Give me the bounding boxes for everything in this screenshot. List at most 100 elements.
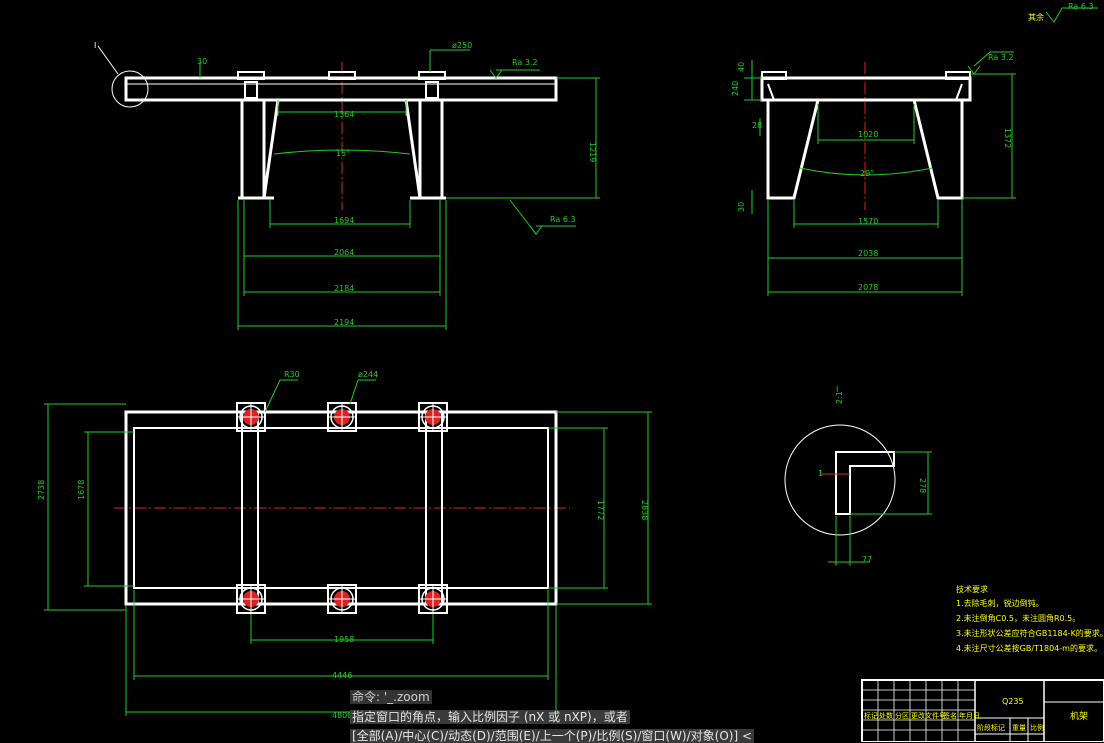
side-leg-left bbox=[766, 99, 820, 200]
dim-front-width-2: 2184 bbox=[334, 284, 354, 293]
dim-plan-outer-height: 2738 bbox=[37, 480, 46, 500]
dim-plan-inner-height: 1678 bbox=[77, 480, 86, 500]
title-cell-8: 比例 bbox=[1030, 723, 1044, 732]
tech-req-title: 技术要求 bbox=[956, 584, 988, 594]
front-bump-right bbox=[418, 71, 446, 80]
detail-view[interactable]: I 2:1 278 77 1 bbox=[784, 385, 932, 566]
global-roughness-value: Ra 6.3 bbox=[1068, 2, 1094, 11]
dim-front-inner-top: 1364 bbox=[334, 110, 354, 119]
front-detail-marker: I bbox=[94, 41, 96, 50]
command-prompt-options[interactable]: [全部(A)/中心(C)/动态(D)/范围(E)/上一个(P)/比例(S)/窗口… bbox=[350, 729, 755, 743]
detail-texts: I 2:1 278 77 1 bbox=[818, 385, 927, 564]
title-cell-6: 阶段标记 bbox=[977, 723, 1005, 732]
dim-plan-right-outer: 2838 bbox=[640, 500, 649, 520]
side-leg-right bbox=[912, 99, 964, 200]
dim-plan-right-inner: 1772 bbox=[596, 500, 605, 520]
dim-side-left-mid: 240 bbox=[731, 81, 740, 96]
tech-req-item-3: 3.未注形状公差应符合GB1184-K的要求。 bbox=[956, 628, 1104, 638]
title-cell-2: 分区 bbox=[895, 711, 909, 720]
front-roughness-bottom: Ra 6.3 bbox=[550, 215, 576, 224]
dim-side-inner-top: 1020 bbox=[858, 130, 878, 139]
global-roughness-label: 其余 bbox=[1028, 12, 1044, 22]
dim-front-inner-bottom: 1694 bbox=[334, 216, 354, 225]
post-top-right bbox=[418, 402, 448, 432]
side-view[interactable]: 40 240 28 30 1020 29° 1570 2038 2078 137… bbox=[731, 51, 1016, 296]
detail-circle bbox=[784, 424, 896, 536]
side-roughness-top: Ra 3.2 bbox=[988, 53, 1014, 62]
dim-plan-inner-length: 4446 bbox=[332, 671, 352, 680]
front-channel-left bbox=[244, 81, 258, 99]
front-dimension-lines bbox=[199, 49, 600, 330]
title-cell-3: 更改文件号 bbox=[911, 711, 946, 720]
side-bump-right bbox=[945, 71, 971, 80]
side-bump-left bbox=[761, 71, 787, 80]
detail-scale: 2:1 bbox=[835, 391, 844, 404]
dim-side-height: 1372 bbox=[1003, 128, 1012, 148]
dim-front-width-1: 2064 bbox=[334, 248, 354, 257]
command-history-line-1: 命令: '_.zoom bbox=[350, 690, 432, 704]
title-block-material: Q235 bbox=[1002, 697, 1024, 706]
title-cell-0: 标记 bbox=[864, 711, 878, 720]
dim-front-height: 1219 bbox=[588, 142, 597, 162]
dim-detail-height: 278 bbox=[918, 478, 927, 493]
side-dimension-lines bbox=[744, 51, 1016, 296]
plan-dimension-lines bbox=[44, 379, 652, 716]
dim-plan-post-spacing: 1958 bbox=[334, 635, 354, 644]
front-detail-leader bbox=[97, 45, 119, 75]
dim-side-angle: 29° bbox=[860, 169, 874, 178]
dim-front-angle: 15° bbox=[336, 149, 350, 158]
tech-req-item-4: 4.未注尺寸公差按GB/T1804-m的要求。 bbox=[956, 643, 1102, 653]
dim-side-left-lower: 28 bbox=[752, 121, 762, 130]
title-block-border bbox=[861, 679, 1104, 742]
plan-view[interactable]: R30 ø244 2738 1678 1772 2838 1958 4446 4… bbox=[37, 370, 652, 720]
post-top-left bbox=[236, 402, 266, 432]
detail-dimension-lines bbox=[828, 451, 932, 566]
dim-detail-left: 1 bbox=[818, 469, 823, 478]
technical-requirements: 技术要求 1.去除毛刺，锐边倒钝。 2.未注倒角C0.5，未注圆角R0.5。 3… bbox=[956, 584, 1104, 653]
title-cell-7: 重量 bbox=[1012, 724, 1026, 732]
dim-side-inner-bottom: 1570 bbox=[858, 217, 878, 226]
dim-side-width-2: 2078 bbox=[858, 283, 878, 292]
front-inner-frame bbox=[262, 98, 422, 199]
dim-side-left-bottom: 30 bbox=[737, 202, 746, 212]
title-cell-1: 处数 bbox=[879, 711, 893, 720]
plan-dimension-texts: R30 ø244 2738 1678 1772 2838 1958 4446 4… bbox=[37, 370, 649, 720]
front-view[interactable]: I ø250 30 1364 bbox=[94, 41, 600, 330]
post-bottom-right bbox=[418, 584, 448, 614]
title-block-part-name: 机架 bbox=[1070, 710, 1088, 722]
front-bump-left bbox=[237, 71, 265, 80]
title-cell-5: 年月日 bbox=[959, 711, 980, 720]
post-top-center bbox=[327, 402, 357, 432]
front-roughness-top: Ra 3.2 bbox=[512, 58, 538, 67]
command-history-line-2: 指定窗口的角点，输入比例因子 (nX 或 nXP)，或者 bbox=[350, 710, 630, 724]
title-block[interactable] bbox=[861, 679, 1104, 742]
side-dimension-texts: 40 240 28 30 1020 29° 1570 2038 2078 137… bbox=[731, 53, 1014, 292]
plan-posts bbox=[236, 402, 448, 614]
side-top-plate bbox=[760, 76, 972, 102]
tech-req-item-1: 1.去除毛刺，锐边倒钝。 bbox=[956, 598, 1044, 608]
title-block-grid bbox=[862, 680, 975, 742]
title-cell-4: 签名 bbox=[943, 711, 957, 720]
front-channel-right bbox=[425, 81, 439, 99]
dim-side-width-1: 2038 bbox=[858, 249, 878, 258]
global-roughness-mark: 其余 Ra 6.3 bbox=[1028, 2, 1098, 23]
side-bevel-right bbox=[955, 83, 963, 101]
dim-side-left-top: 40 bbox=[737, 62, 746, 72]
front-bump-center bbox=[328, 71, 356, 80]
post-bottom-left bbox=[236, 584, 266, 614]
post-bottom-center bbox=[327, 584, 357, 614]
front-detail-circle bbox=[111, 70, 149, 108]
dim-front-top-small: ø250 bbox=[452, 41, 472, 50]
tech-req-item-2: 2.未注倒角C0.5，未注圆角R0.5。 bbox=[956, 613, 1080, 623]
detail-label: I bbox=[836, 385, 838, 394]
dim-detail-width: 77 bbox=[862, 555, 872, 564]
dim-plan-corner-radius: R30 bbox=[284, 370, 300, 379]
dim-plan-pipe-diameter: ø244 bbox=[358, 370, 378, 379]
title-block-texts: Q235 机架 标记 处数 分区 更改文件号 签名 年月日 阶段标记 重量 比例 bbox=[864, 697, 1088, 732]
dim-front-left-small: 30 bbox=[197, 57, 207, 66]
front-dimension-texts: ø250 30 1364 15° 1694 2064 2184 2194 121… bbox=[197, 41, 597, 327]
dim-plan-outer-length: 4808 bbox=[332, 711, 352, 720]
side-bevel-left bbox=[767, 83, 775, 101]
